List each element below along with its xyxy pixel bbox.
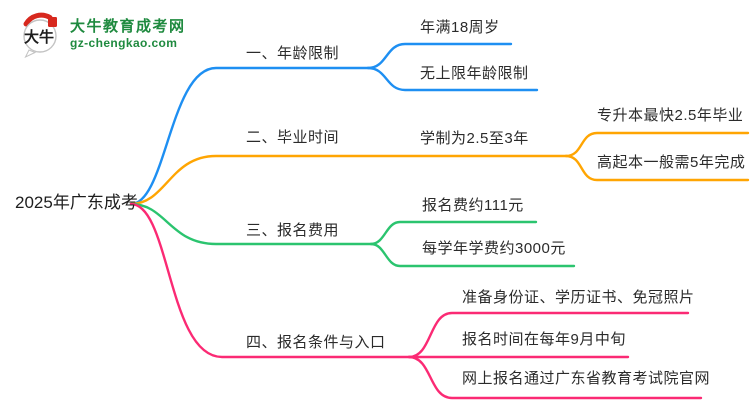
node-tuition-3000: 每学年学费约3000元: [422, 240, 566, 257]
node-registration-fee-111: 报名费约111元: [422, 197, 524, 214]
node-gaoqiben-5-years: 高起本一般需5年完成: [597, 154, 746, 171]
brand-name: 大牛教育成考网: [70, 18, 186, 35]
branch-3-trunk-line: [129, 202, 373, 246]
brand-domain: gz-chengkao.com: [70, 36, 178, 50]
branch-2-grandchild-1-line: [564, 131, 750, 158]
svg-text:大牛: 大牛: [24, 28, 54, 46]
node-age-18: 年满18周岁: [420, 19, 500, 36]
branch-1-child-1-line: [366, 42, 513, 70]
root-node: 2025年广东成考: [15, 193, 138, 212]
node-required-documents: 准备身份证、学历证书、免冠照片: [462, 289, 695, 306]
branch-registration-conditions: 四、报名条件与入口: [246, 334, 386, 351]
branch-1-child-2-line: [366, 66, 539, 92]
branch-3-child-1-line: [369, 220, 538, 246]
branch-3-child-2-line: [369, 242, 576, 268]
node-zhuanshengben-2-5-years: 专升本最快2.5年毕业: [597, 107, 744, 124]
branch-4-child-3-line: [407, 355, 703, 400]
node-registration-time: 报名时间在每年9月中旬: [462, 331, 626, 348]
branch-graduation-time: 二、毕业时间: [246, 129, 340, 146]
daniu-seal-icon: 大牛: [23, 12, 57, 58]
branch-4-trunk-line: [129, 202, 411, 359]
brand-logo: 大牛 大牛教育成考网 gz-chengkao.com: [18, 10, 186, 58]
branch-age-limit: 一、年龄限制: [246, 45, 340, 62]
branch-4-child-1-line: [407, 311, 690, 359]
branch-1-trunk-line: [129, 66, 370, 206]
branch-2-grandchild-2-line: [564, 154, 750, 182]
node-online-registration-site: 网上报名通过广东省教育考试院官网: [462, 370, 711, 387]
node-no-upper-age-limit: 无上限年龄限制: [420, 65, 529, 82]
branch-2-trunk-line: [129, 154, 568, 206]
node-study-length: 学制为2.5至3年: [420, 130, 529, 147]
branch-registration-fee: 三、报名费用: [246, 222, 340, 239]
